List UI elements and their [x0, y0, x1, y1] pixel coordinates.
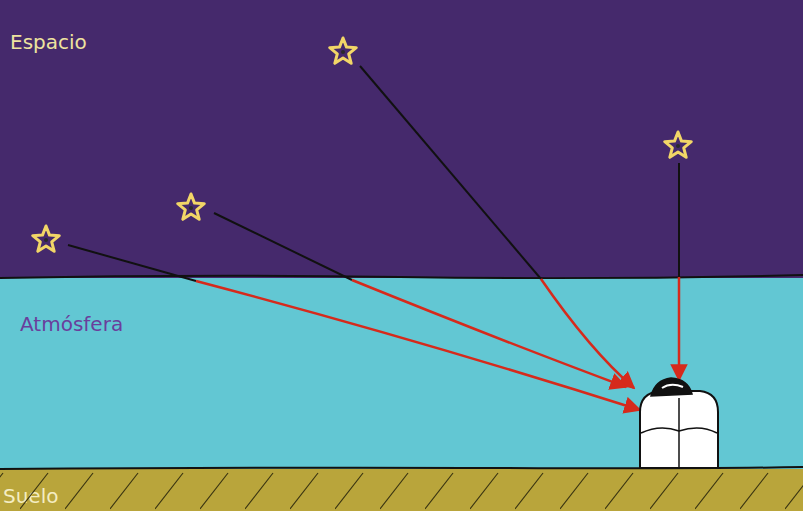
- star: [330, 38, 357, 63]
- star: [178, 194, 205, 219]
- layer-band: Suelo: [0, 469, 803, 511]
- layer-label: Suelo: [3, 484, 58, 508]
- refracted-ray: [678, 277, 681, 380]
- light-ray-space: [214, 213, 352, 280]
- star: [33, 226, 60, 251]
- star: [665, 132, 692, 157]
- light-ray-space: [68, 245, 196, 281]
- ground-hatching: [0, 470, 803, 511]
- refracted-ray: [541, 279, 634, 388]
- atmosphere-boundary: [0, 275, 803, 278]
- refracted-ray: [196, 281, 640, 410]
- observatory: [640, 378, 718, 468]
- layer-label: Espacio: [10, 30, 87, 54]
- layer-label: Atmósfera: [20, 312, 123, 336]
- ground-boundary: [0, 467, 803, 469]
- layer-band: Espacio: [0, 0, 803, 278]
- light-ray-space: [678, 163, 680, 277]
- layer-band: Atmósfera: [0, 278, 803, 469]
- light-ray-space: [360, 66, 541, 279]
- refracted-ray: [352, 280, 626, 387]
